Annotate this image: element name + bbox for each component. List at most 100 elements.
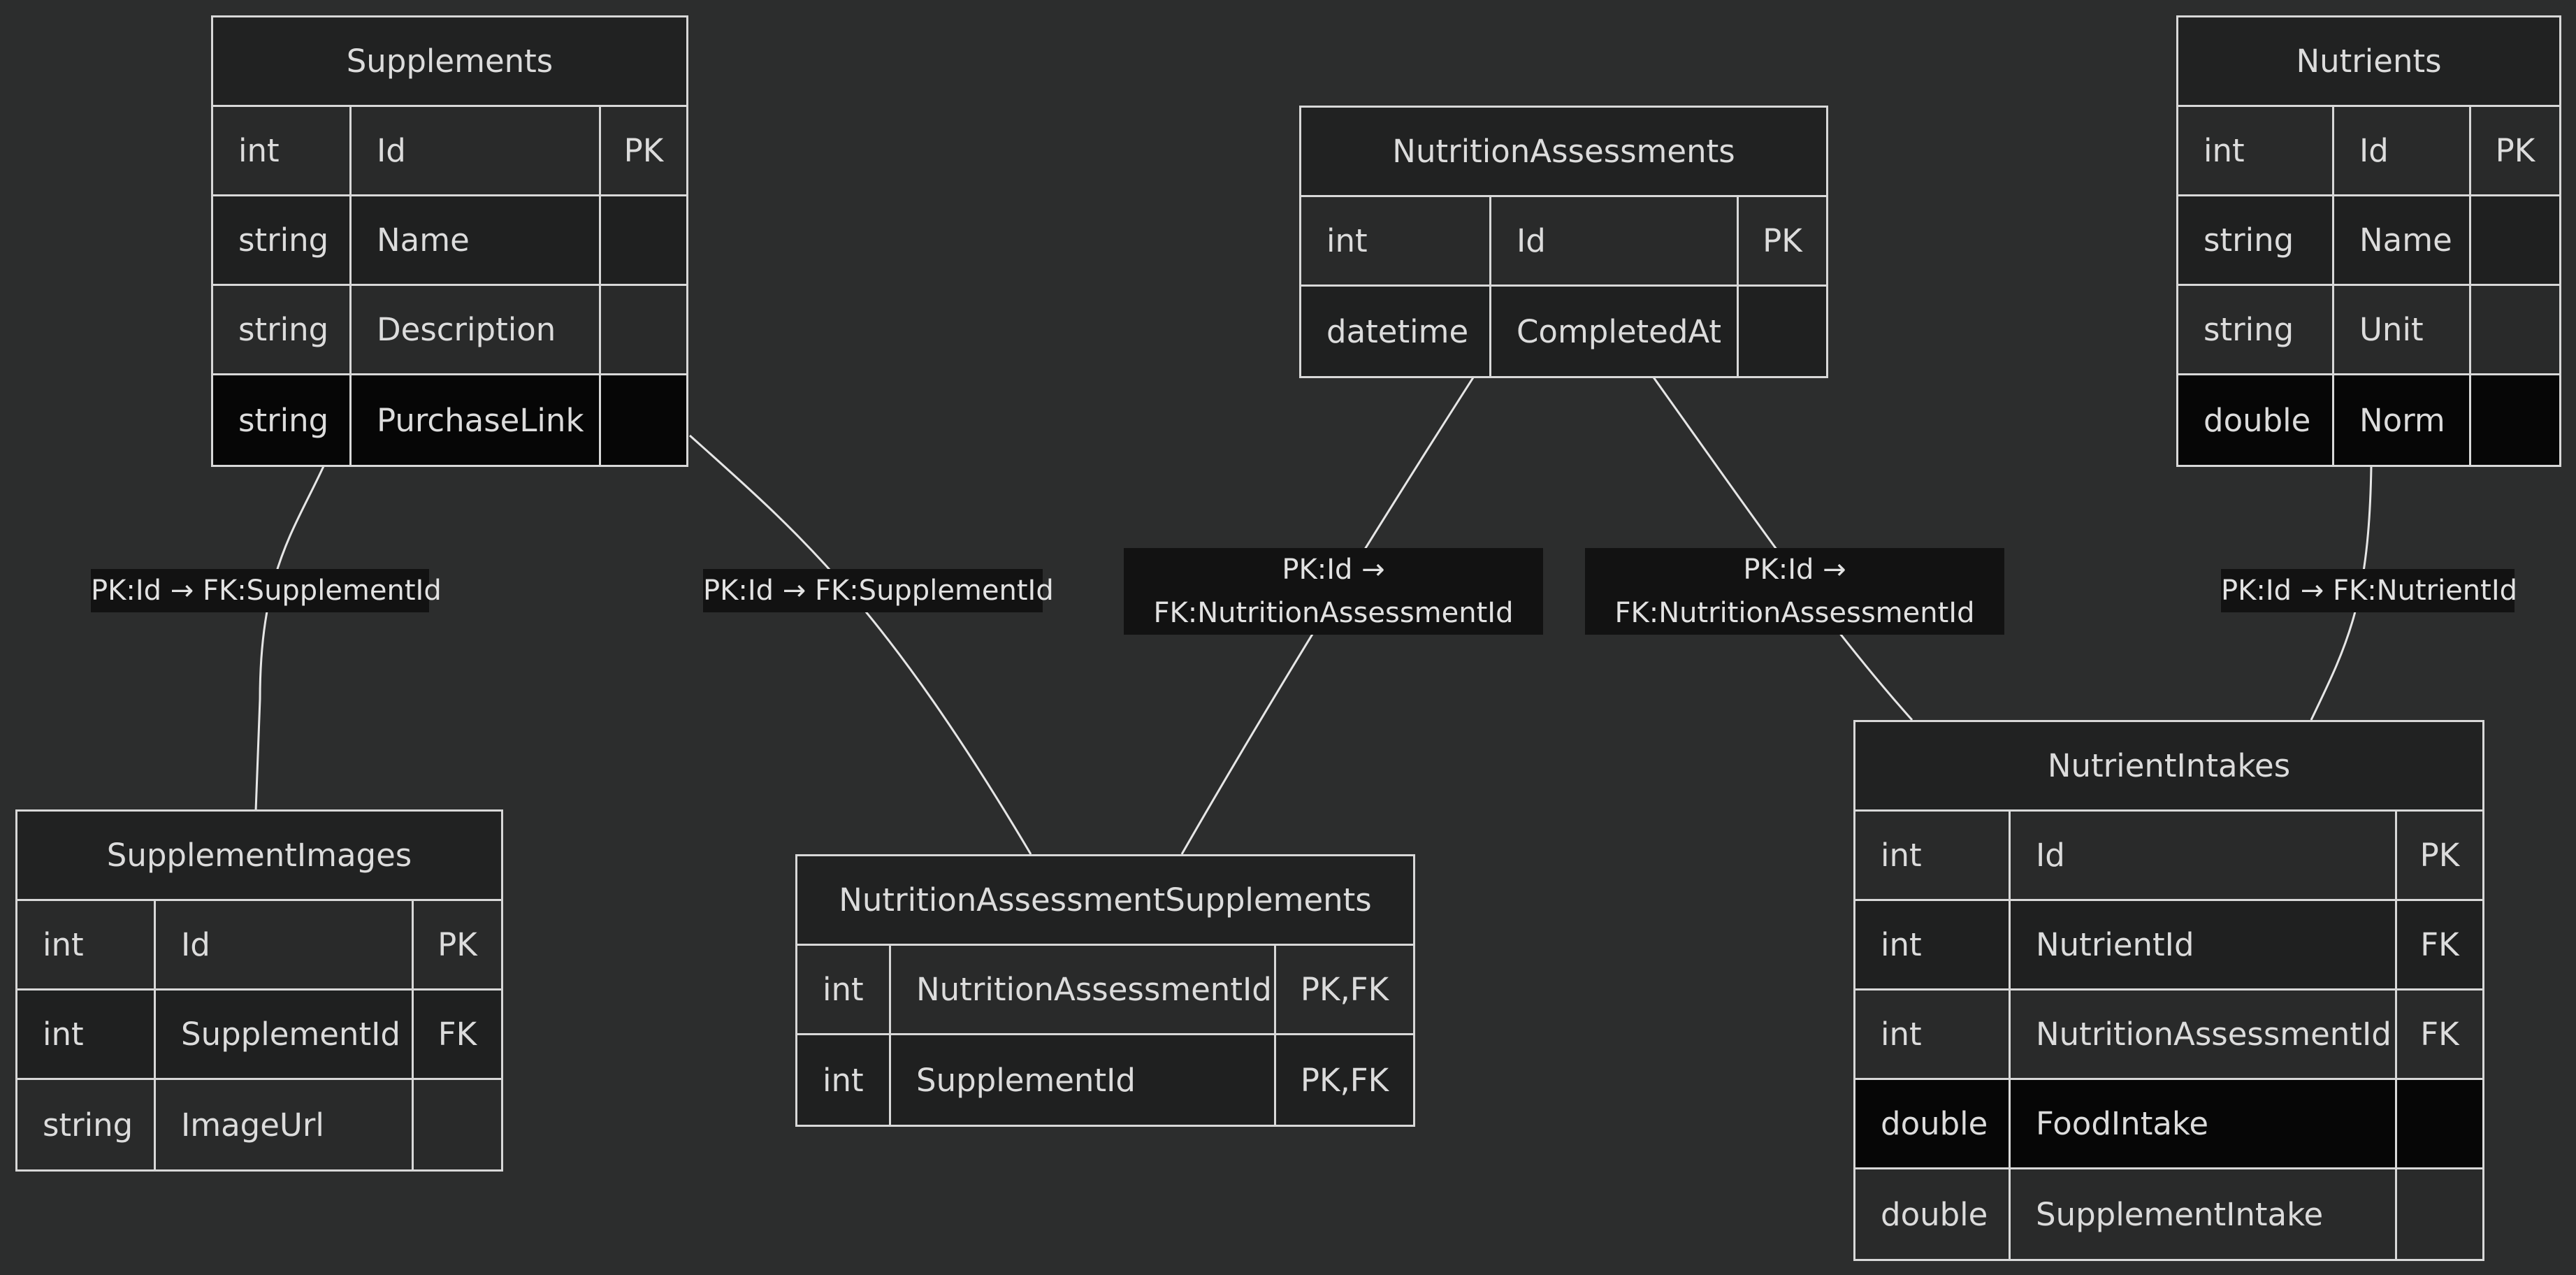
field-type: int (2178, 107, 2334, 194)
field-key (1739, 287, 1826, 376)
relationship-label-supplement-images: PK:Id → FK:SupplementId (91, 569, 442, 612)
field-type: int (1855, 991, 2011, 1078)
field-type: string (17, 1080, 156, 1169)
field-key: FK (2420, 926, 2459, 963)
field-key (601, 286, 686, 373)
field-name: FoodIntake (2011, 1080, 2397, 1167)
table-row: double SupplementIntake (1855, 1169, 2482, 1259)
field-key: PK,FK (1300, 1061, 1389, 1099)
field-key (601, 196, 686, 284)
field-type: int (797, 1035, 891, 1125)
field-type: string (2178, 286, 2334, 373)
entity-supplement-images[interactable]: SupplementImages int Id PK int Supplemen… (15, 809, 503, 1172)
field-key (2471, 286, 2559, 373)
field-name: NutritionAssessmentId (891, 946, 1276, 1033)
entity-title: Supplements (213, 17, 686, 107)
field-key: FK (437, 1016, 477, 1053)
relationship-label-assessment-to-supplements: PK:Id → FK:NutritionAssessmentId (1124, 548, 1543, 635)
table-row: int NutrientId FK (1855, 901, 2482, 991)
table-row: double Norm (2178, 375, 2559, 465)
field-name: Name (2334, 196, 2471, 284)
field-type: int (1855, 901, 2011, 988)
entity-nutrients[interactable]: Nutrients int Id PK string Name string U… (2176, 15, 2561, 467)
field-name: PurchaseLink (352, 375, 601, 465)
field-type: int (1855, 812, 2011, 899)
field-name: Norm (2334, 375, 2471, 465)
relationship-label-assessment-to-intakes: PK:Id → FK:NutritionAssessmentId (1585, 548, 2004, 635)
relationship-label-nutrient-intakes: PK:Id → FK:NutrientId (2221, 569, 2517, 612)
field-type: string (213, 375, 352, 465)
field-type: double (1855, 1080, 2011, 1167)
table-row: int Id PK (1855, 812, 2482, 901)
field-key (414, 1080, 501, 1169)
field-name: SupplementId (156, 991, 414, 1078)
field-type: string (213, 196, 352, 284)
field-name: SupplementIntake (2011, 1169, 2397, 1259)
table-row: int Id PK (2178, 107, 2559, 196)
field-type: string (213, 286, 352, 373)
entity-title: SupplementImages (17, 812, 501, 901)
field-name: Id (2334, 107, 2471, 194)
field-key: FK (2420, 1016, 2459, 1053)
table-row: int NutritionAssessmentId PK,FK (797, 946, 1413, 1035)
field-type: int (17, 991, 156, 1078)
entity-nutrition-assessments[interactable]: NutritionAssessments int Id PK datetime … (1299, 106, 1828, 378)
table-row: int SupplementId FK (17, 991, 501, 1080)
table-row: string ImageUrl (17, 1080, 501, 1169)
field-name: Id (2011, 812, 2397, 899)
field-key (2397, 1080, 2482, 1167)
field-name: ImageUrl (156, 1080, 414, 1169)
link-nutrients-nutrientintakes (2310, 466, 2373, 721)
field-name: NutrientId (2011, 901, 2397, 988)
link-supplements-nutritionassessmentsupplements (688, 434, 1032, 855)
table-row: string Unit (2178, 286, 2559, 375)
entity-title: NutritionAssessments (1301, 108, 1826, 197)
table-row: int NutritionAssessmentId FK (1855, 991, 2482, 1080)
table-row: int Id PK (17, 901, 501, 991)
field-key: PK (623, 132, 664, 169)
table-row: string PurchaseLink (213, 375, 686, 465)
table-row: string Name (2178, 196, 2559, 286)
entity-title: NutritionAssessmentSupplements (797, 856, 1413, 946)
field-type: int (17, 901, 156, 988)
table-row: datetime CompletedAt (1301, 287, 1826, 376)
field-type: int (797, 946, 891, 1033)
label-line: FK:NutritionAssessmentId (1614, 597, 1975, 629)
table-row: int Id PK (213, 107, 686, 196)
field-name: Id (352, 107, 601, 194)
entity-title: NutrientIntakes (1855, 722, 2482, 812)
entity-supplements[interactable]: Supplements int Id PK string Name string… (211, 15, 688, 467)
field-key: PK,FK (1300, 971, 1389, 1008)
field-name: Id (156, 901, 414, 988)
field-name: Description (352, 286, 601, 373)
field-type: datetime (1301, 287, 1491, 376)
field-name: Name (352, 196, 601, 284)
field-key: PK (2419, 837, 2460, 874)
field-type: int (213, 107, 352, 194)
table-row: double FoodIntake (1855, 1080, 2482, 1169)
table-row: int Id PK (1301, 197, 1826, 287)
field-key (601, 375, 686, 465)
entity-nutrient-intakes[interactable]: NutrientIntakes int Id PK int NutrientId… (1853, 720, 2484, 1261)
field-name: Id (1491, 197, 1739, 284)
field-key (2471, 375, 2559, 465)
field-type: string (2178, 196, 2334, 284)
field-name: NutritionAssessmentId (2011, 991, 2397, 1078)
table-row: string Name (213, 196, 686, 286)
label-line: FK:NutritionAssessmentId (1153, 597, 1514, 629)
label-line: PK:Id → (1282, 554, 1385, 586)
field-key (2471, 196, 2559, 284)
entity-nutrition-assessment-supplements[interactable]: NutritionAssessmentSupplements int Nutri… (795, 854, 1415, 1127)
table-row: int SupplementId PK,FK (797, 1035, 1413, 1125)
field-key: PK (1763, 222, 1802, 259)
label-line: PK:Id → (1743, 554, 1846, 586)
field-key: PK (2495, 132, 2535, 169)
entity-title: Nutrients (2178, 17, 2559, 107)
field-key (2397, 1169, 2482, 1259)
field-name: SupplementId (891, 1035, 1276, 1125)
field-name: CompletedAt (1491, 287, 1739, 376)
relationship-label-assessment-supplements: PK:Id → FK:SupplementId (703, 569, 1054, 612)
field-name: Unit (2334, 286, 2471, 373)
table-row: string Description (213, 286, 686, 375)
